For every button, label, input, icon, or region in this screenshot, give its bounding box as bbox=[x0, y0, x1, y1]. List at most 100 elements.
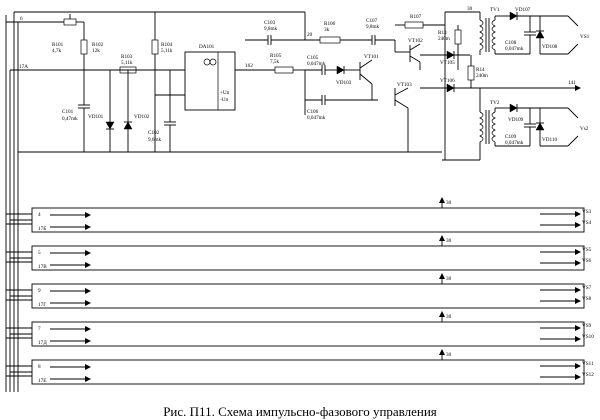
label-r102: R102 bbox=[92, 42, 104, 48]
label-vd107: VD107 bbox=[515, 7, 531, 13]
label-141: 141 bbox=[568, 80, 576, 86]
label-r104: R104 bbox=[161, 42, 173, 48]
channel-out-bottom: VS12 bbox=[582, 372, 594, 378]
op-amp-da101 bbox=[155, 51, 275, 111]
channel-in-bottom: 17Г bbox=[38, 302, 46, 308]
label-c105-value: 0,047mk bbox=[307, 61, 326, 67]
channel-in-bottom: 17В bbox=[38, 264, 47, 270]
channel-block: 7 17Д 30 VS9 VS10 bbox=[6, 311, 594, 347]
channel-pin-30: 30 bbox=[446, 352, 452, 358]
channel-blocks: 4 17Б 30 VS3 VS4 5 17В 30 VS5 VS6 bbox=[6, 197, 594, 385]
label-r14: R14 bbox=[476, 67, 485, 73]
label-vd102: VD102 bbox=[134, 114, 150, 120]
label-vd103: VD103 bbox=[336, 80, 352, 86]
output-vs2-circuit bbox=[509, 103, 579, 147]
label-6: 6 bbox=[20, 16, 23, 22]
label-pin-plus: +Uп bbox=[220, 90, 230, 96]
transistor-vt103 bbox=[394, 87, 409, 152]
label-30: 30 bbox=[467, 6, 473, 12]
timing-section bbox=[155, 11, 395, 115]
label-c108-value: 0,047mk bbox=[505, 46, 524, 52]
transformer-tv1 bbox=[479, 15, 530, 55]
label-vd108: VD108 bbox=[542, 44, 558, 50]
channel-out-top: VS3 bbox=[582, 209, 592, 215]
label-pin-minus: -Uп bbox=[220, 97, 228, 103]
channel-in-bottom: 17Е bbox=[38, 378, 46, 384]
channel-in-top: 4 bbox=[38, 212, 41, 218]
capacitor-c102 bbox=[164, 70, 176, 152]
label-vt106: VT106 bbox=[440, 78, 455, 84]
label-c109-value: 0,047mk bbox=[505, 140, 524, 146]
label-tv1: TV1 bbox=[490, 7, 500, 13]
output-stage bbox=[395, 11, 581, 161]
label-vt103: VT103 bbox=[397, 82, 412, 88]
transistor-vt102 bbox=[394, 40, 421, 70]
channel-block: 5 17В 30 VS5 VS6 bbox=[6, 235, 592, 271]
label-r106-value: 3k bbox=[324, 27, 330, 33]
label-c103-value: 9,8mk bbox=[264, 26, 278, 32]
label-20: 20 bbox=[307, 32, 313, 38]
label-c103: C103 bbox=[264, 20, 276, 26]
label-da101: DA101 bbox=[199, 44, 215, 50]
label-r105: R105 bbox=[270, 53, 282, 59]
label-c102-value: 9,6mk bbox=[148, 137, 162, 143]
label-r103-value: 5,11k bbox=[121, 60, 133, 66]
label-c101: C101 bbox=[62, 109, 74, 115]
label-c102: C102 bbox=[148, 130, 160, 136]
channel-in-top: 7 bbox=[38, 326, 41, 332]
transistor-vt101 bbox=[359, 59, 373, 100]
label-vd110: VD110 bbox=[542, 137, 557, 143]
left-bus bbox=[5, 11, 156, 392]
channel-block: 8 17Е 30 VS11 VS12 bbox=[6, 349, 594, 385]
label-c109: C109 bbox=[505, 134, 517, 140]
label-vd101: VD101 bbox=[88, 114, 104, 120]
channel-out-bottom: VS6 bbox=[582, 258, 592, 264]
channel-in-bottom: 17Д bbox=[38, 340, 47, 346]
label-r107: R107 bbox=[410, 14, 422, 20]
label-tv2: TV2 bbox=[490, 100, 500, 106]
label-vs2: Vs2 bbox=[580, 126, 589, 132]
label-c107: C107 bbox=[366, 18, 378, 24]
channel-pin-30: 30 bbox=[446, 238, 452, 244]
label-c105: C105 bbox=[307, 55, 319, 61]
label-r102-value: 12k bbox=[92, 48, 100, 54]
label-c101-value: 0,47mk bbox=[62, 116, 78, 122]
label-r105-value: 7,5k bbox=[270, 59, 279, 65]
label-r14-value: 240m bbox=[476, 73, 488, 79]
channel-in-bottom: 17Б bbox=[38, 226, 46, 232]
channel-in-top: 8 bbox=[38, 364, 41, 370]
output-vs1-circuit bbox=[509, 11, 579, 55]
capacitor-c101 bbox=[78, 70, 90, 152]
label-c106-value: 0,047mk bbox=[307, 115, 326, 121]
label-vt102: VT102 bbox=[408, 38, 423, 44]
channel-in-top: 9 bbox=[38, 288, 41, 294]
label-vt105: VT105 bbox=[440, 60, 455, 66]
resistor-r102 bbox=[80, 39, 88, 70]
channel-out-bottom: VS4 bbox=[582, 220, 592, 226]
label-c106: C106 bbox=[307, 109, 319, 115]
label-c107-value: 9,8mk bbox=[366, 24, 380, 30]
label-vd109: VD109 bbox=[508, 117, 524, 123]
channel-block: 4 17Б 30 VS3 VS4 bbox=[6, 197, 592, 233]
diode-vd101 bbox=[105, 70, 115, 152]
label-17a: 17А bbox=[19, 64, 28, 70]
label-c108: C108 bbox=[505, 40, 517, 46]
channel-out-top: VS5 bbox=[582, 247, 592, 253]
label-r101-value: 4,7k bbox=[52, 48, 61, 54]
channel-pin-30: 30 bbox=[446, 276, 452, 282]
label-r101: R101 bbox=[52, 42, 64, 48]
figure-caption: Рис. П11. Схема импульсно-фазового управ… bbox=[163, 404, 437, 419]
label-r13: R13 bbox=[438, 30, 447, 36]
channel-in-top: 5 bbox=[38, 250, 41, 256]
circuit-labels: 6 17А R101 4,7k R102 12k R103 5,11k R104… bbox=[19, 6, 590, 146]
label-vs1: VS1 bbox=[580, 34, 590, 40]
channel-pin-30: 30 bbox=[446, 200, 452, 206]
channel-out-top: VS7 bbox=[582, 285, 592, 291]
channel-out-top: VS9 bbox=[582, 323, 592, 329]
resistor-r101 bbox=[63, 14, 85, 40]
label-162: 162 bbox=[245, 63, 253, 69]
channel-out-bottom: VS8 bbox=[582, 296, 592, 302]
label-r106: R106 bbox=[324, 21, 336, 27]
channel-pin-30: 30 bbox=[446, 314, 452, 320]
